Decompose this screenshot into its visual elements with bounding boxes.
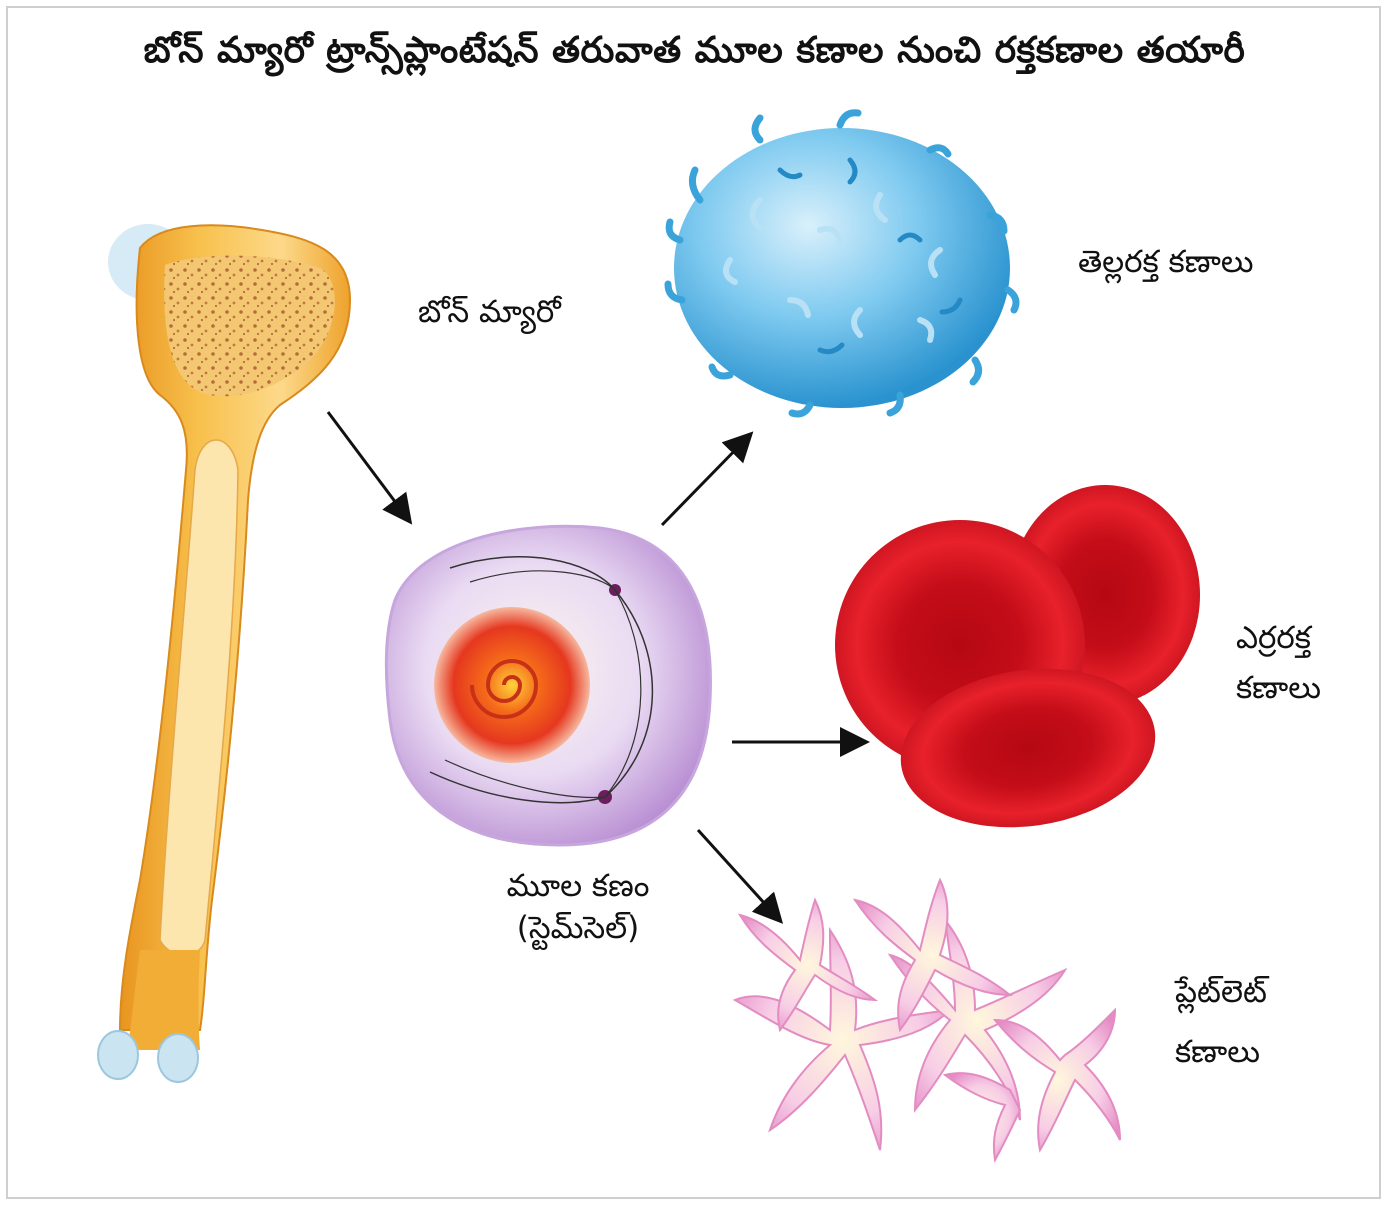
bone-marrow-label: బోన్ మ్యారో (418, 292, 561, 334)
stem-cell-illustration (386, 526, 710, 845)
stem-cell-label-line2: (స్టెమ్‌సెల్) (478, 908, 678, 950)
red-blood-cells-label-line1: ఎర్రరక్త (1236, 618, 1321, 660)
white-blood-cells-label: తెల్లరక్త కణాలు (1078, 242, 1254, 284)
stem-cell-label: మూల కణం (స్టెమ్‌సెల్) (478, 866, 678, 950)
platelets-label-line2: కణాలు (1175, 1032, 1267, 1074)
platelets-illustration (735, 880, 1120, 1160)
white-blood-cell-illustration (668, 113, 1016, 414)
arrow-stem-to-platelets (698, 830, 775, 915)
red-blood-cells-label: ఎర్రరక్త కణాలు (1236, 618, 1321, 710)
bone-illustration (98, 224, 350, 1082)
red-blood-cells-illustration (835, 485, 1200, 843)
red-blood-cells-label-line2: కణాలు (1236, 668, 1321, 710)
arrow-bone-to-stem (328, 412, 405, 515)
stem-cell-label-line1: మూల కణం (478, 866, 678, 908)
platelets-label: ప్లేట్‌లెట్ కణాలు (1175, 972, 1267, 1074)
arrow-stem-to-wbc (662, 440, 745, 525)
platelets-label-line1: ప్లేట్‌లెట్ (1175, 972, 1267, 1014)
